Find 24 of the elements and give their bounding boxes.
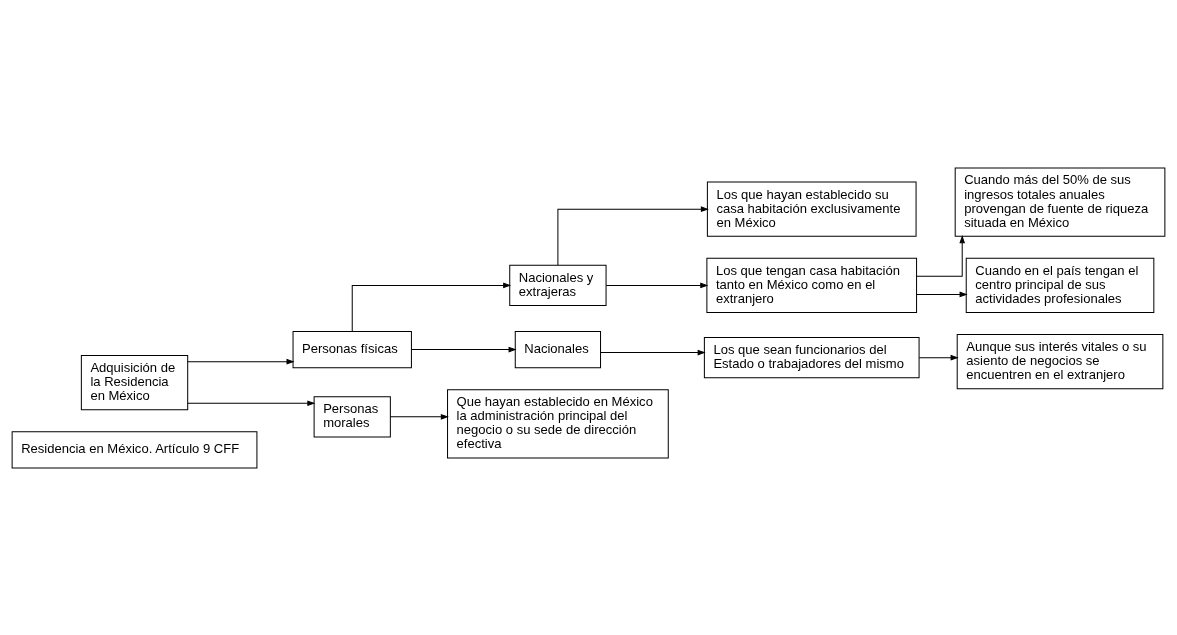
- arrow: [600, 349, 705, 355]
- node-box: Cuando en el país tengan el centro principal de sus actividades profesionales: [965, 257, 1155, 313]
- node-box: Que hayan establecido en México la administración principal del negocio o su sede de dirección efectiva: [447, 388, 669, 458]
- arrow: [187, 358, 294, 364]
- arrow: [351, 282, 511, 332]
- node-box: Personas morales: [313, 395, 391, 437]
- node-box: Aunque sus interés vitales o su asiento de negocios se encuentren en el extranjero: [956, 333, 1164, 389]
- arrow: [605, 282, 708, 288]
- node-box: Personas físicas: [292, 330, 412, 368]
- node-box: Adquisición de la Residencia en México: [80, 354, 189, 410]
- node-box: Los que tengan casa habitación tanto en México como en el extranjero: [706, 257, 918, 313]
- arrow: [410, 346, 516, 352]
- node-box: Los que sean funcionarios del Estado o trabajadores del mismo: [703, 336, 920, 378]
- arrow: [557, 206, 708, 265]
- arrow: [187, 400, 315, 406]
- node-box: Cuando más del 50% de sus ingresos totales anuales provengan de fuente de riqueza situada en México: [954, 167, 1166, 237]
- node-box: Nacionales y extrajeras: [509, 264, 607, 306]
- arrow: [916, 291, 967, 297]
- arrow: [389, 413, 448, 419]
- arrow: [918, 354, 958, 360]
- arrow: [916, 235, 965, 277]
- node-box: Los que hayan establecido su casa habitación exclusivamente en México: [706, 181, 917, 237]
- node-box: Nacionales: [514, 330, 602, 368]
- node-box: Residencia en México. Artículo 9 CFF: [11, 430, 258, 468]
